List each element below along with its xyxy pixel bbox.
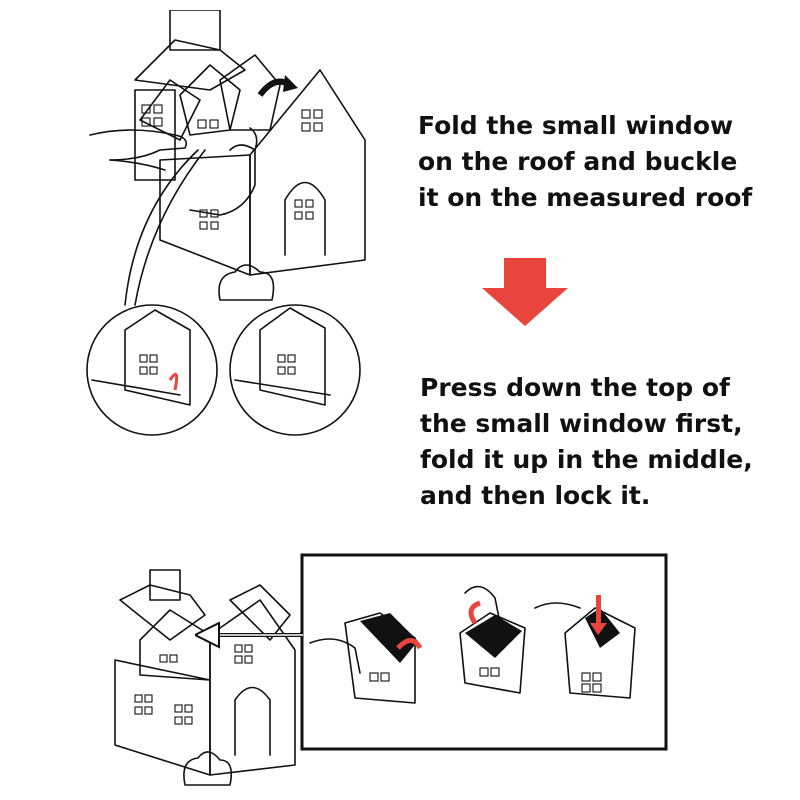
fold-step-a: [309, 612, 423, 704]
curved-arrow-icon: [468, 600, 481, 625]
left-arrow-icon: [195, 621, 303, 649]
hand-icon: [309, 638, 361, 674]
hand-icon: [89, 127, 258, 216]
instruction-step-2: Press down the top of the small window f…: [420, 373, 753, 510]
top-illustration: [80, 10, 380, 440]
house-icon: [134, 10, 366, 301]
folding-steps-box: [300, 553, 670, 753]
curved-arrow-icon: [168, 372, 179, 391]
fold-step-c: [534, 595, 636, 699]
fold-step-b: [459, 585, 526, 694]
hand-icon: [464, 585, 501, 624]
bottom-house-illustration: [110, 560, 300, 790]
zoom-circle-right: [229, 304, 361, 436]
house-assembly-drawing: [86, 10, 366, 436]
zoom-circle-left: [86, 304, 218, 436]
curved-arrow-icon: [396, 638, 423, 650]
hand-icon: [534, 602, 581, 609]
down-arrow-icon: [482, 258, 568, 326]
house-icon: [114, 569, 296, 786]
instruction-step-1: Fold the small window on the roof and bu…: [418, 111, 753, 212]
down-arrow-icon: [596, 595, 601, 625]
